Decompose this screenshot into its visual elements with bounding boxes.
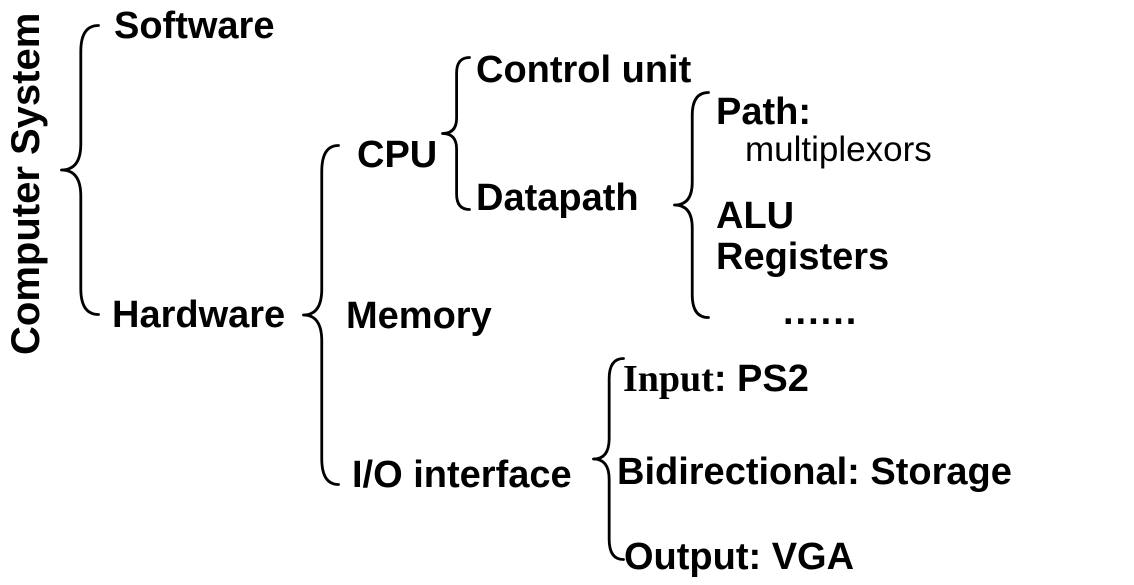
io-interface-brace: [592, 357, 625, 561]
input-value: : PS2: [713, 358, 809, 400]
path-label: Path:: [716, 91, 811, 133]
memory-label: Memory: [346, 295, 492, 337]
ellipsis-label: ......: [783, 291, 859, 333]
software-label: Software: [114, 5, 275, 47]
hardware-label: Hardware: [112, 294, 286, 336]
cpu-label: CPU: [357, 134, 438, 176]
registers-label: Registers: [716, 236, 890, 278]
alu-label: ALU: [716, 195, 795, 237]
cpu-brace: [441, 56, 471, 211]
root-label-computer-system: Computer System: [4, 12, 48, 355]
datapath-label: Datapath: [476, 177, 639, 219]
datapath-brace: [673, 91, 710, 319]
input-word: Input: [623, 358, 714, 400]
control-unit-label: Control unit: [476, 49, 692, 91]
input-ps2-label: Input: PS2: [623, 360, 809, 398]
hardware-brace: [302, 144, 340, 486]
io-interface-label: I/O interface: [352, 454, 572, 496]
output-vga-label: Output: VGA: [624, 536, 855, 578]
multiplexors-label: multiplexors: [745, 130, 932, 169]
computer-system-brace: [60, 24, 100, 316]
bidirectional-storage-label: Bidirectional: Storage: [617, 451, 1012, 493]
